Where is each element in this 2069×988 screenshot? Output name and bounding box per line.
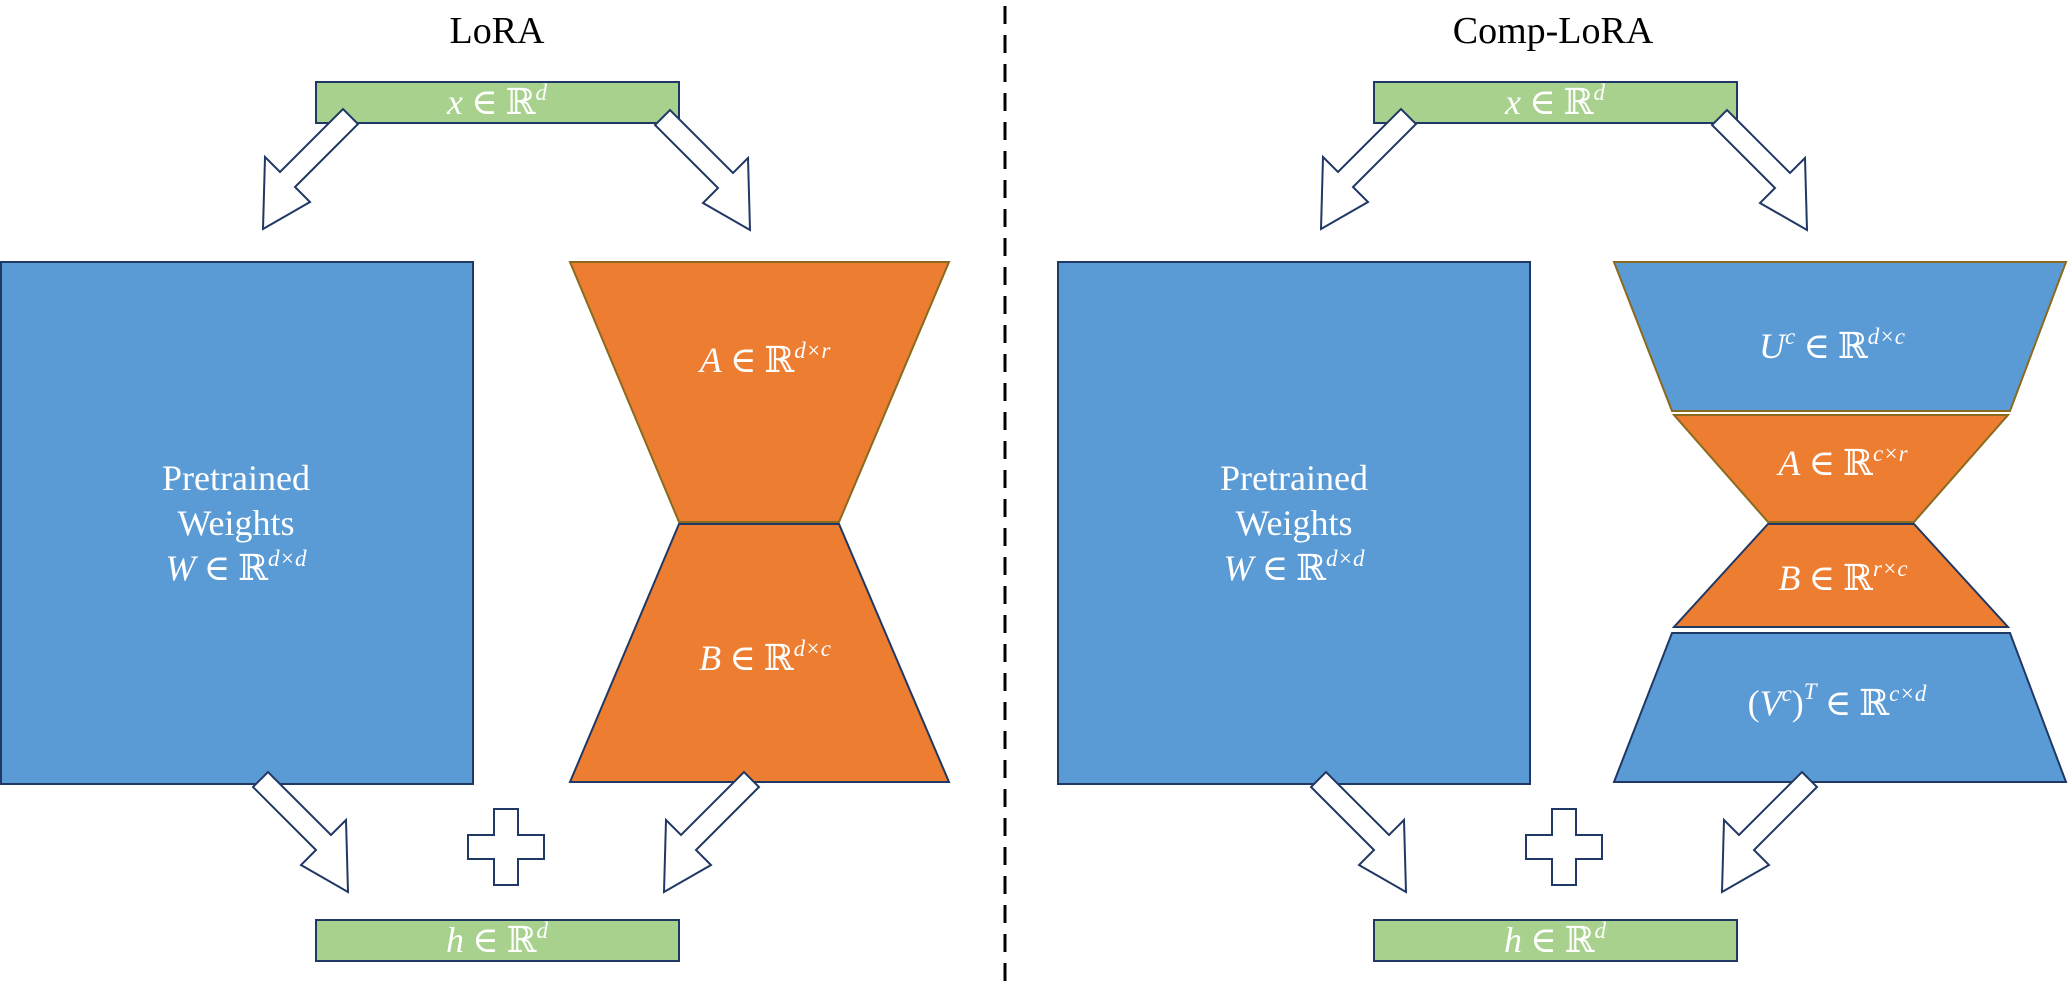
comp-lora-arrow-adapter-to-output: [1721, 771, 1818, 893]
lora-input-box: x∈ℝd: [315, 80, 680, 124]
lora-title: LoRA: [450, 10, 546, 52]
comp-lora-b-label: B∈ℝr×c: [1778, 556, 1907, 598]
comp-lora-title: Comp-LoRA: [1453, 10, 1654, 52]
comp-lora-u-block: Uc∈ℝd×c: [1612, 261, 2068, 412]
lora-pretrained-formula: W∈ℝd×d: [165, 546, 307, 588]
comp-lora-a-label: A∈ℝc×r: [1776, 441, 1908, 483]
lora-b-label: B∈ℝd×c: [699, 636, 831, 678]
comp-lora-input-box: x∈ℝd: [1373, 80, 1738, 124]
comp-lora-pretrained-weights: Pretrained Weights W∈ℝd×d: [1057, 261, 1531, 785]
comp-lora-input-label: x∈ℝd: [1504, 80, 1606, 122]
comp-lora-output-box: h∈ℝd: [1373, 918, 1738, 962]
comp-lora-v-label: (Vc)T∈ℝc×d: [1748, 679, 1927, 723]
lora-panel: LoRA x∈ℝd Pretrained Weights W∈ℝd×d A∈ℝd…: [0, 10, 951, 962]
comp-lora-arrow-pretrained-to-output: [1310, 771, 1407, 893]
lora-a-block: A∈ℝd×r: [568, 261, 951, 523]
comp-lora-a-block: A∈ℝc×r: [1671, 414, 2011, 523]
comp-lora-panel: Comp-LoRA x∈ℝd Pretrained Weights W∈ℝd×d…: [1057, 10, 2068, 962]
lora-arrow-to-pretrained: [262, 108, 359, 230]
lora-pretrained-weights: Pretrained Weights W∈ℝd×d: [0, 261, 474, 785]
lora-b-block: B∈ℝd×c: [568, 523, 951, 783]
lora-arrow-adapter-to-output: [663, 771, 760, 893]
comp-lora-plus-icon: [1525, 808, 1603, 886]
lora-input-label: x∈ℝd: [446, 80, 548, 122]
lora-pretrained-line1: Pretrained: [162, 458, 310, 498]
comp-lora-b-block: B∈ℝr×c: [1671, 523, 2011, 628]
comp-lora-u-label: Uc∈ℝd×c: [1759, 324, 1905, 366]
lora-a-label: A∈ℝd×r: [698, 338, 832, 380]
lora-pretrained-line2: Weights: [177, 503, 294, 543]
lora-arrow-pretrained-to-output: [252, 771, 349, 893]
comp-lora-arrow-to-adapter: [1711, 109, 1808, 231]
lora-arrow-to-adapter: [654, 109, 751, 231]
lora-plus-icon: [467, 808, 545, 886]
comp-lora-pretrained-line1: Pretrained: [1220, 458, 1368, 498]
comp-lora-v-block: (Vc)T∈ℝc×d: [1612, 632, 2068, 783]
comp-lora-arrow-to-pretrained: [1320, 108, 1417, 230]
comp-lora-output-label: h∈ℝd: [1504, 918, 1607, 960]
lora-output-label: h∈ℝd: [446, 918, 549, 960]
comp-lora-pretrained-line2: Weights: [1235, 503, 1352, 543]
lora-output-box: h∈ℝd: [315, 918, 680, 962]
comp-lora-pretrained-formula: W∈ℝd×d: [1223, 546, 1365, 588]
